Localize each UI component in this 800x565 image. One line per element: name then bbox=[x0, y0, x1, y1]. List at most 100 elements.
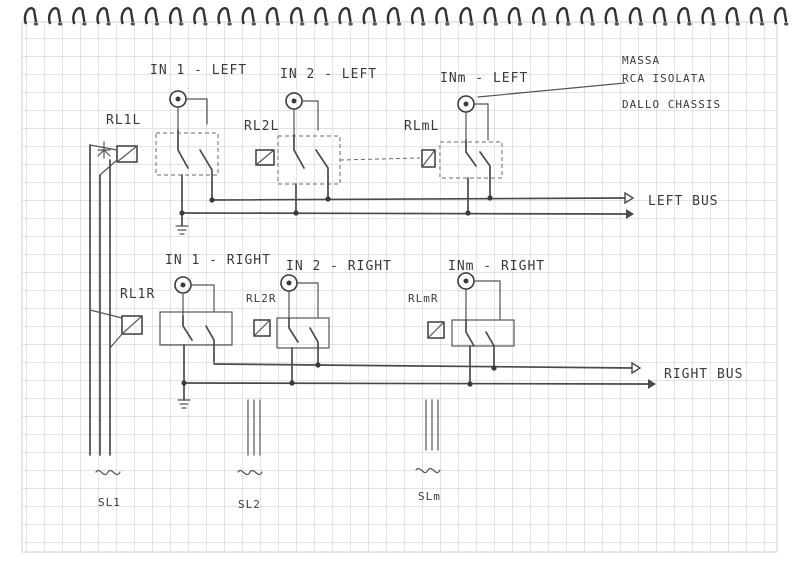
binding-hole bbox=[227, 22, 232, 26]
label-slm: SLm bbox=[418, 490, 441, 503]
binding-hole bbox=[493, 22, 498, 26]
coil-rl2l bbox=[255, 149, 275, 166]
binding-hole bbox=[614, 22, 619, 26]
switch-rl2l-b bbox=[315, 149, 329, 199]
switch-rl2r-a bbox=[288, 317, 299, 343]
binding-ring bbox=[435, 7, 449, 25]
jack-inm-left bbox=[457, 95, 489, 141]
switch-rlmr-a bbox=[465, 319, 475, 347]
diode-rl1l bbox=[97, 141, 111, 159]
binding-ring bbox=[338, 7, 352, 25]
binding-hole bbox=[324, 22, 329, 26]
label-left-bus: LEFT BUS bbox=[648, 194, 719, 209]
binding-hole bbox=[517, 22, 523, 26]
binding-hole bbox=[82, 22, 87, 26]
binding-ring bbox=[556, 7, 570, 25]
label-rl2l: RL2L bbox=[244, 119, 279, 134]
binding-ring bbox=[314, 7, 328, 25]
binding-ring bbox=[120, 7, 134, 25]
coil-rlmr bbox=[427, 321, 445, 339]
right-bus-wire-top bbox=[213, 363, 633, 369]
binding-hole bbox=[300, 22, 305, 26]
binding-hole bbox=[784, 22, 789, 26]
binding-hole bbox=[759, 22, 765, 26]
relay-box-rl2r bbox=[276, 317, 330, 349]
binding-hole bbox=[33, 22, 39, 26]
switch-rl2r-b bbox=[309, 327, 319, 366]
binding-ring bbox=[96, 7, 110, 25]
binding-ring bbox=[265, 7, 280, 25]
binding-hole bbox=[275, 22, 281, 26]
binding-ring bbox=[507, 7, 522, 25]
binding-ring bbox=[604, 7, 618, 25]
binding-ring bbox=[193, 7, 207, 25]
binding-ring bbox=[653, 7, 667, 25]
binding-hole bbox=[372, 22, 377, 26]
binding-hole bbox=[663, 22, 668, 26]
binding-ring bbox=[774, 7, 788, 25]
binding-hole bbox=[251, 22, 256, 26]
binding-hole bbox=[445, 22, 450, 26]
binding-ring bbox=[362, 7, 376, 25]
label-rlmr: RLmR bbox=[408, 292, 439, 305]
binding-ring bbox=[48, 7, 62, 25]
binding-ring bbox=[386, 7, 401, 25]
relay-box-rlmr bbox=[451, 319, 515, 347]
binding-ring bbox=[241, 7, 255, 25]
binding-hole bbox=[203, 22, 208, 26]
binding-ring bbox=[23, 7, 38, 25]
binding-hole bbox=[735, 22, 740, 26]
label-inm-left: INm - LEFT bbox=[440, 71, 528, 86]
binding-hole bbox=[396, 22, 402, 26]
switch-rlml-a bbox=[465, 139, 477, 167]
label-rl1r: RL1R bbox=[120, 287, 155, 302]
label-in1-left: IN 1 - LEFT bbox=[150, 63, 247, 78]
jack-inm-right bbox=[457, 272, 501, 321]
binding-ring bbox=[677, 7, 691, 25]
relay-box-rl1l bbox=[155, 132, 219, 176]
switch-rl1r-b bbox=[205, 325, 215, 363]
binding-ring bbox=[459, 7, 473, 25]
switch-rl2l-a bbox=[293, 134, 305, 169]
relay-box-rlml bbox=[439, 141, 503, 179]
jack-in1-left bbox=[169, 90, 208, 131]
binding-hole bbox=[638, 22, 644, 26]
switch-rl1r-a bbox=[182, 315, 193, 341]
binding-hole bbox=[154, 22, 160, 26]
binding-hole bbox=[566, 22, 571, 26]
binding-hole bbox=[58, 22, 63, 26]
binding-ring bbox=[169, 7, 183, 25]
jack-in2-left bbox=[285, 92, 319, 136]
control-line-slm bbox=[415, 399, 441, 474]
label-right-bus: RIGHT BUS bbox=[664, 367, 743, 382]
jack-in2-right bbox=[280, 274, 319, 319]
binding-hole bbox=[590, 22, 595, 26]
binding-ring bbox=[580, 7, 594, 25]
switch-rlmr-b bbox=[485, 331, 495, 369]
jack-in1-right bbox=[174, 276, 215, 317]
grid-paper bbox=[22, 22, 777, 552]
left-bus-wire-bottom bbox=[181, 212, 629, 215]
binding-ring bbox=[701, 7, 715, 25]
binding-hole bbox=[421, 22, 426, 26]
label-in2-right: IN 2 - RIGHT bbox=[286, 259, 392, 274]
relay-box-rl1r bbox=[159, 311, 233, 346]
binding-ring bbox=[290, 7, 304, 25]
label-inm-right: INm - RIGHT bbox=[448, 259, 545, 274]
label-sl1: SL1 bbox=[98, 496, 121, 509]
spiral-binding bbox=[23, 7, 789, 26]
coil-rlml bbox=[421, 149, 436, 168]
coil-rl1l bbox=[116, 145, 138, 163]
note-rca-isolata: RCA ISOLATA bbox=[622, 72, 706, 85]
note-massa: MASSA bbox=[622, 54, 660, 67]
label-in1-right: IN 1 - RIGHT bbox=[165, 253, 271, 268]
binding-ring bbox=[72, 7, 86, 25]
left-bus-wire-top bbox=[211, 197, 626, 201]
binding-ring bbox=[532, 7, 546, 25]
label-rl1l: RL1L bbox=[106, 113, 141, 128]
coil-rl2r bbox=[253, 319, 271, 337]
binding-ring bbox=[217, 7, 231, 25]
binding-hole bbox=[348, 22, 353, 26]
switch-rl1l-a bbox=[177, 129, 189, 169]
